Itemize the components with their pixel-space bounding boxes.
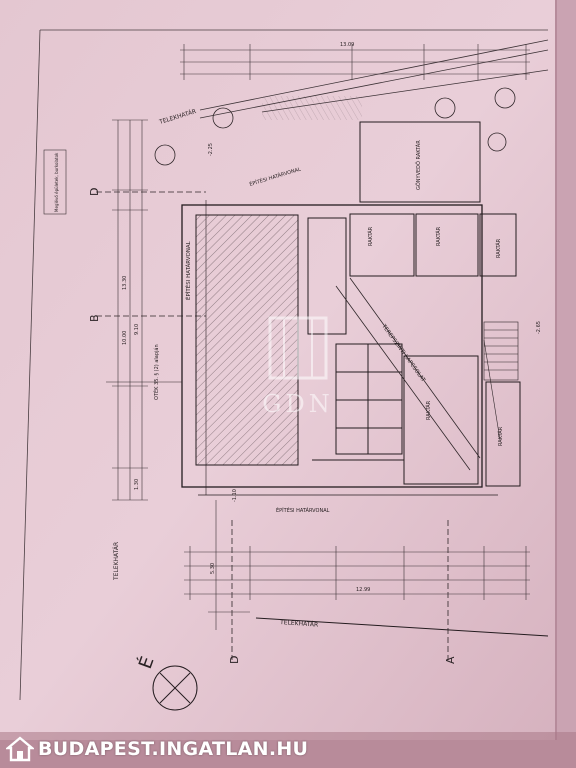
dim-top-1309: 13.09 [340,42,354,48]
label-raktar-1: RAKTÁR [367,226,374,246]
label-telekhatar-left: TELEKHATÁR [113,542,120,581]
wc-block [335,343,403,455]
dim-left-130: 1.30 [134,479,140,490]
room-raktar-4 [403,355,479,485]
dim-left-1330: 13.30 [122,276,128,290]
frame-left [19,29,41,701]
note-box [43,149,67,215]
axis-a: A [444,656,457,664]
note-text: Meglévő épületek, burkolatok [54,152,59,212]
label-raktar-2: RAKTÁR [435,226,442,246]
hatched-room [195,214,299,466]
building-outline [181,204,483,488]
dim-bottom-530: 5.30 [210,563,216,574]
label-telekhatar-bottom: TELEKHATÁR [279,619,319,629]
staircase [483,321,519,381]
label-raktar-3: RAKTÁR [495,238,502,258]
tree-5 [487,132,507,152]
dim-left-910: 9.10 [134,324,140,335]
room-gonyvedo [359,121,481,203]
label-raktar-4: RAKTÁR [425,400,432,420]
label-otek: OTÉK 35. § (2) alapján [152,344,160,400]
room-raktar-2 [415,213,479,277]
north-arrow [152,665,198,711]
site-watermark: BUDAPEST.INGATLAN.HU [38,738,309,760]
axis-d-top: D [88,188,101,196]
tree-3 [434,97,456,119]
dim-level-265: -2.65 [536,321,542,334]
label-epitesi-bottom: ÉPÍTÉSI HATÁRVONAL [276,506,330,514]
dim-level-225: -2.25 [208,143,214,156]
tree-2 [154,144,176,166]
room-raktar-1 [349,213,415,277]
label-epitesi-left: ÉPÍTÉSI HATÁRVONAL [184,240,192,300]
watermark-bar [0,732,576,768]
dim-level-110: -1.10 [232,489,238,502]
label-raktar-5: RAKTÁR [497,426,504,446]
axis-b: B [88,314,101,322]
plan-watermark-text: GDN [262,390,333,418]
tree-1 [212,107,234,129]
house-icon [6,736,34,762]
axis-d-bottom: D [228,656,241,664]
room-raktar-5 [485,381,521,487]
room-raktar-3 [479,213,517,277]
dim-left-1000: 10.00 [122,331,128,345]
dim-bottom-1299: 12.99 [356,587,370,593]
tree-4 [494,87,516,109]
label-gonyvedo: GÖNYVEDŐ RAKTÁR [415,140,422,190]
